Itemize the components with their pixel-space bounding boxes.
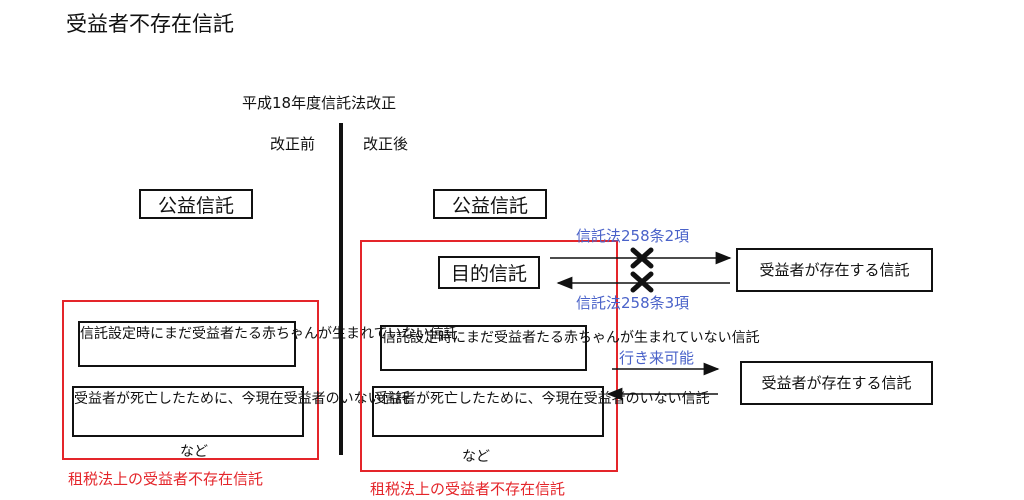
red-frame-right: [360, 240, 618, 472]
law-258-2-label: 信託法258条2項: [576, 227, 690, 245]
cross-icon-258-2: [630, 247, 654, 269]
bidirectional-label: 行き来可能: [619, 349, 695, 367]
koueki-shintaku-box-right: 公益信託: [433, 189, 547, 219]
vertical-divider: [339, 123, 343, 455]
trust-with-beneficiary-box-2: 受益者が存在する信託: [740, 361, 933, 405]
cross-icon-258-3: [630, 271, 654, 293]
law-258-3-label: 信託法258条3項: [576, 294, 690, 312]
etc-label-left: など: [180, 444, 208, 460]
label-after-revision: 改正後: [363, 135, 409, 153]
etc-label-right: など: [462, 449, 490, 465]
red-frame-left: [62, 300, 319, 460]
tax-law-caption-left: 租税法上の受益者不存在信託: [68, 470, 264, 488]
label-before-revision: 改正前: [270, 135, 316, 153]
mokuteki-shintaku-box: 目的信託: [438, 256, 540, 289]
koueki-shintaku-box-left: 公益信託: [139, 189, 253, 219]
page-title: 受益者不存在信託: [66, 12, 234, 36]
tax-law-caption-right: 租税法上の受益者不存在信託: [370, 480, 566, 498]
diagram-subtitle: 平成18年度信託法改正: [242, 94, 397, 112]
trust-with-beneficiary-box-1: 受益者が存在する信託: [736, 248, 933, 292]
